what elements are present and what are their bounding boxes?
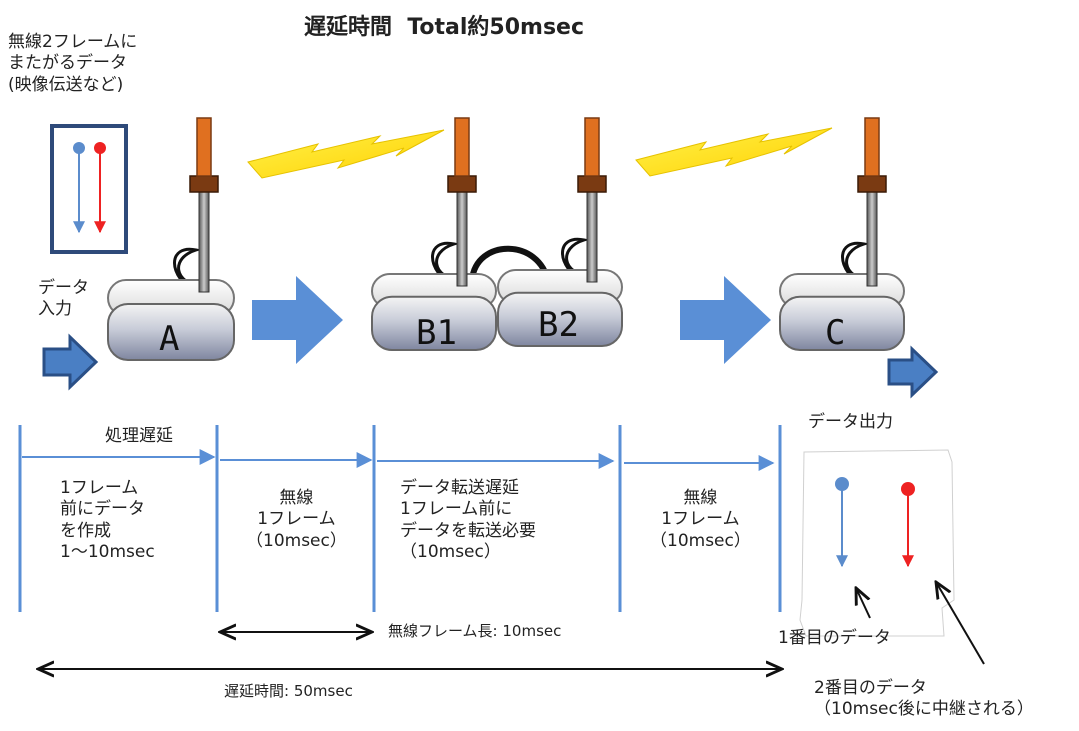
data-input-label: データ 入力 [38, 278, 89, 320]
wireless-phase-1-text: 無線 1フレーム （10msec） [246, 488, 347, 551]
unit-label-a: A [159, 319, 180, 359]
second-data-label: 2番目のデータ （10msec後に中継される） [814, 678, 1034, 720]
transfer-arrow-icon [252, 276, 343, 364]
first-data-pointer [856, 588, 871, 619]
wireless-phase-2-text: 無線 1フレーム （10msec） [650, 488, 751, 551]
unit-label-b2: B2 [538, 305, 579, 345]
data-output-label: データ出力 [808, 412, 893, 432]
output-arrow-icon [887, 345, 939, 399]
radio-unit-b1 [371, 117, 497, 351]
diagram-title: 遅延時間 Total約50msec [304, 15, 585, 40]
total-delay-label: 遅延時間: 50msec [224, 682, 353, 700]
transfer-phase-text: データ転送遅延 1フレーム前に データを転送必要 （10msec） [400, 478, 536, 562]
data-frame-icon [50, 124, 128, 254]
radio-unit-c [779, 117, 905, 351]
data-note: 無線2フレームに またがるデータ (映像伝送など) [8, 32, 138, 95]
unit-label-b1: B1 [416, 313, 457, 353]
timeline-arrows [22, 449, 775, 471]
timeline-separators [18, 425, 782, 612]
cable-icon [469, 245, 551, 283]
transfer-arrow-icon [680, 276, 771, 364]
frame-length-label: 無線フレーム長: 10msec [388, 622, 562, 640]
second-data-pointer [936, 582, 985, 665]
unit-label-c: C [825, 313, 846, 353]
first-data-label: 1番目のデータ [778, 628, 891, 648]
processing-delay-label: 処理遅延 [105, 426, 173, 446]
processing-phase-text: 1フレーム 前にデータ を作成 1～10msec [60, 478, 155, 562]
radio-unit-b2 [497, 117, 623, 347]
input-arrow-icon [42, 333, 99, 391]
lightning-icon [247, 129, 445, 179]
data-output-panel [799, 449, 955, 637]
lightning-icon [635, 127, 833, 177]
radio-unit-a [107, 117, 235, 361]
